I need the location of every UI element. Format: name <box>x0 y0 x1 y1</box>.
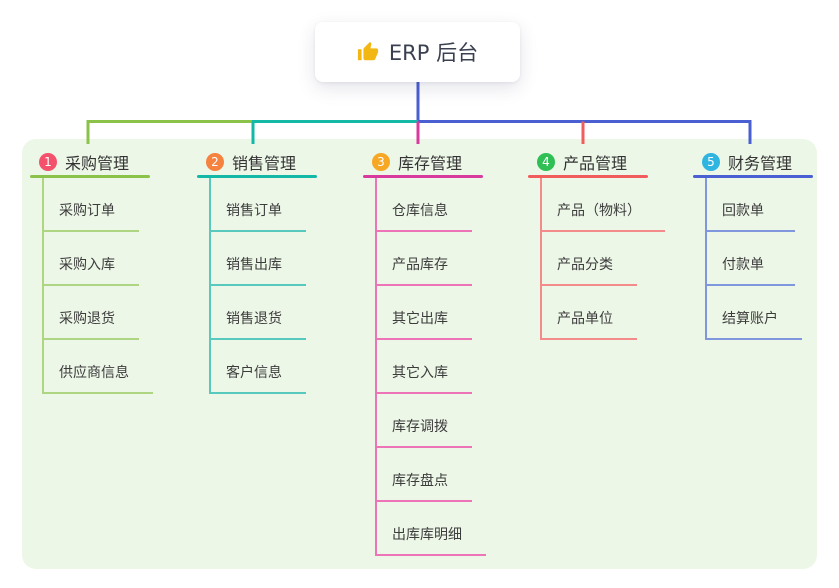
branch-underline <box>197 175 317 178</box>
subtopic-label: 采购订单 <box>59 203 115 219</box>
subtopic[interactable]: 仓库信息 <box>377 178 472 232</box>
subtopic[interactable]: 销售出库 <box>211 232 306 286</box>
subtopic-label: 产品单位 <box>557 311 613 327</box>
badge-5-icon: 5 <box>702 152 720 171</box>
branch-underline <box>363 175 483 178</box>
subtopic[interactable]: 供应商信息 <box>44 340 153 394</box>
subtopic[interactable]: 采购入库 <box>44 232 139 286</box>
subtopic-label: 销售出库 <box>226 257 282 273</box>
subtopic[interactable]: 产品单位 <box>542 286 637 340</box>
badge-3-icon: 3 <box>372 152 390 171</box>
subtopic-label: 其它入库 <box>392 365 448 381</box>
subtopic-label: 客户信息 <box>226 365 282 381</box>
branch-underline <box>528 175 648 178</box>
subtopic[interactable]: 客户信息 <box>211 340 306 394</box>
subtopic[interactable]: 采购退货 <box>44 286 139 340</box>
subtopic-label: 供应商信息 <box>59 365 129 381</box>
branch-finance-subtopics: 回款单 付款单 结算账户 <box>705 178 813 340</box>
branch-underline <box>30 175 150 178</box>
branch-finance: 5 财务管理 回款单 付款单 结算账户 <box>693 148 813 340</box>
subtopic-label: 产品库存 <box>392 257 448 273</box>
subtopic-label: 仓库信息 <box>392 203 448 219</box>
branch-product-topic[interactable]: 4 产品管理 <box>528 148 648 178</box>
subtopic-label: 销售订单 <box>226 203 282 219</box>
root-topic[interactable]: ERP 后台 <box>315 22 520 82</box>
branch-underline <box>693 175 813 178</box>
subtopic-label: 产品（物料） <box>557 203 641 219</box>
subtopic[interactable]: 其它入库 <box>377 340 472 394</box>
branch-label: 财务管理 <box>728 153 793 173</box>
subtopic[interactable]: 产品库存 <box>377 232 472 286</box>
badge-4-icon: 4 <box>537 152 555 171</box>
subtopic-label: 采购入库 <box>59 257 115 273</box>
subtopic[interactable]: 产品分类 <box>542 232 637 286</box>
subtopic[interactable]: 其它出库 <box>377 286 472 340</box>
branch-sales-subtopics: 销售订单 销售出库 销售退货 客户信息 <box>209 178 317 394</box>
branch-purchase-topic[interactable]: 1 采购管理 <box>30 148 150 178</box>
branch-inventory-subtopics: 仓库信息 产品库存 其它出库 其它入库 库存调拨 库存盘点 出库库明细 <box>375 178 486 556</box>
subtopic-label: 结算账户 <box>722 311 778 327</box>
subtopic[interactable]: 销售订单 <box>211 178 306 232</box>
subtopic[interactable]: 库存盘点 <box>377 448 472 502</box>
branch-inventory: 3 库存管理 仓库信息 产品库存 其它出库 其它入库 库存调拨 库存盘点 出库库… <box>363 148 486 556</box>
branch-inventory-topic[interactable]: 3 库存管理 <box>363 148 483 178</box>
branch-label: 销售管理 <box>232 153 297 173</box>
branch-finance-topic[interactable]: 5 财务管理 <box>693 148 813 178</box>
subtopic-label: 付款单 <box>722 257 764 273</box>
subtopic-label: 回款单 <box>722 203 764 219</box>
subtopic-label: 销售退货 <box>226 311 282 327</box>
subtopic[interactable]: 销售退货 <box>211 286 306 340</box>
subtopic-label: 采购退货 <box>59 311 115 327</box>
badge-1-icon: 1 <box>39 152 57 171</box>
subtopic[interactable]: 付款单 <box>707 232 795 286</box>
badge-2-icon: 2 <box>206 152 224 171</box>
subtopic[interactable]: 库存调拨 <box>377 394 472 448</box>
branch-purchase-subtopics: 采购订单 采购入库 采购退货 供应商信息 <box>42 178 153 394</box>
subtopic[interactable]: 产品（物料） <box>542 178 665 232</box>
branch-label: 产品管理 <box>563 153 628 173</box>
subtopic-label: 库存盘点 <box>392 473 448 489</box>
subtopic[interactable]: 出库库明细 <box>377 502 486 556</box>
branch-product: 4 产品管理 产品（物料） 产品分类 产品单位 <box>528 148 665 340</box>
subtopic[interactable]: 结算账户 <box>707 286 802 340</box>
root-topic-label: ERP 后台 <box>388 41 479 65</box>
branch-label: 库存管理 <box>398 153 463 173</box>
subtopic-label: 库存调拨 <box>392 419 448 435</box>
branch-purchase: 1 采购管理 采购订单 采购入库 采购退货 供应商信息 <box>30 148 153 394</box>
subtopic-label: 产品分类 <box>557 257 613 273</box>
branches-background-panel <box>22 139 817 569</box>
subtopic-label: 其它出库 <box>392 311 448 327</box>
branch-sales-topic[interactable]: 2 销售管理 <box>197 148 317 178</box>
thumbs-up-icon <box>357 41 379 63</box>
subtopic[interactable]: 回款单 <box>707 178 795 232</box>
branch-sales: 2 销售管理 销售订单 销售出库 销售退货 客户信息 <box>197 148 317 394</box>
branch-product-subtopics: 产品（物料） 产品分类 产品单位 <box>540 178 665 340</box>
subtopic[interactable]: 采购订单 <box>44 178 139 232</box>
branch-label: 采购管理 <box>65 153 130 173</box>
subtopic-label: 出库库明细 <box>392 527 462 543</box>
